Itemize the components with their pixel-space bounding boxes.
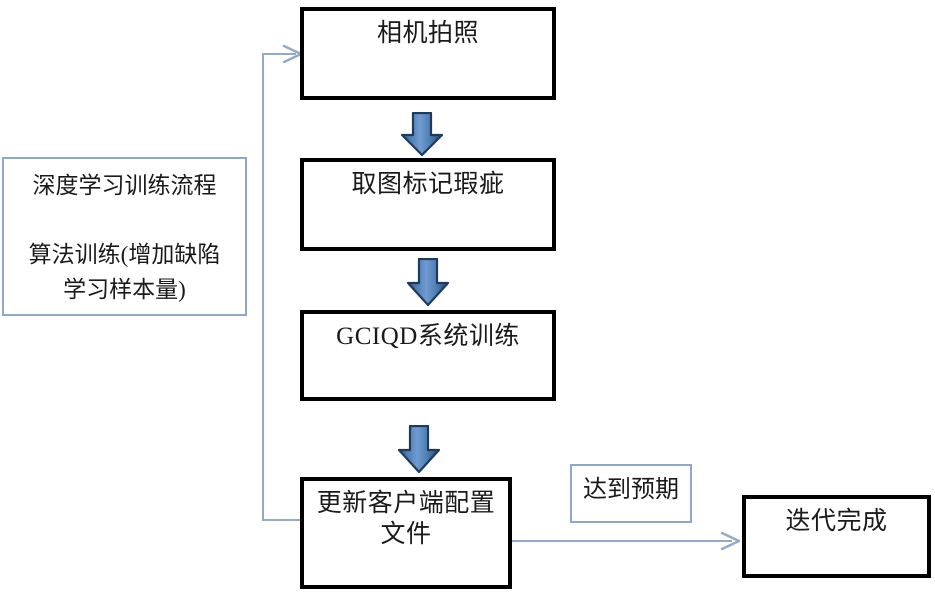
down-block-arrow-icon: [406, 258, 450, 306]
feedback-line-vertical: [262, 53, 264, 521]
note-deep-learning-training-process: 深度学习训练流程 算法训练(增加缺陷 学习样本量): [2, 157, 247, 316]
arrow-head-right-icon: [720, 531, 742, 551]
down-block-arrow-icon: [400, 112, 444, 156]
note-expected-result-label: 达到预期: [583, 477, 679, 503]
feedback-line-bottom: [262, 519, 302, 521]
process-node-iteration-complete-label: 迭代完成: [785, 508, 888, 535]
process-node-image-defect-marking[interactable]: 取图标记瑕疵: [300, 158, 556, 251]
process-node-camera-capture[interactable]: 相机拍照: [300, 7, 556, 100]
success-line: [510, 540, 732, 542]
note-left-label: 深度学习训练流程 算法训练(增加缺陷 学习样本量): [28, 173, 221, 302]
down-block-arrow-icon: [397, 425, 441, 473]
process-node-image-defect-marking-label: 取图标记瑕疵: [351, 171, 505, 198]
process-node-gciqd-system-training[interactable]: GCIQD系统训练: [300, 310, 556, 401]
note-expected-result: 达到预期: [570, 464, 692, 523]
process-node-update-client-config[interactable]: 更新客户端配置 文件: [300, 477, 512, 589]
feedback-line-top: [262, 53, 296, 55]
process-node-update-client-config-label: 更新客户端配置 文件: [316, 490, 496, 548]
process-node-iteration-complete[interactable]: 迭代完成: [742, 495, 931, 578]
process-node-camera-capture-label: 相机拍照: [376, 20, 479, 47]
process-node-gciqd-system-training-label: GCIQD系统训练: [336, 323, 520, 350]
